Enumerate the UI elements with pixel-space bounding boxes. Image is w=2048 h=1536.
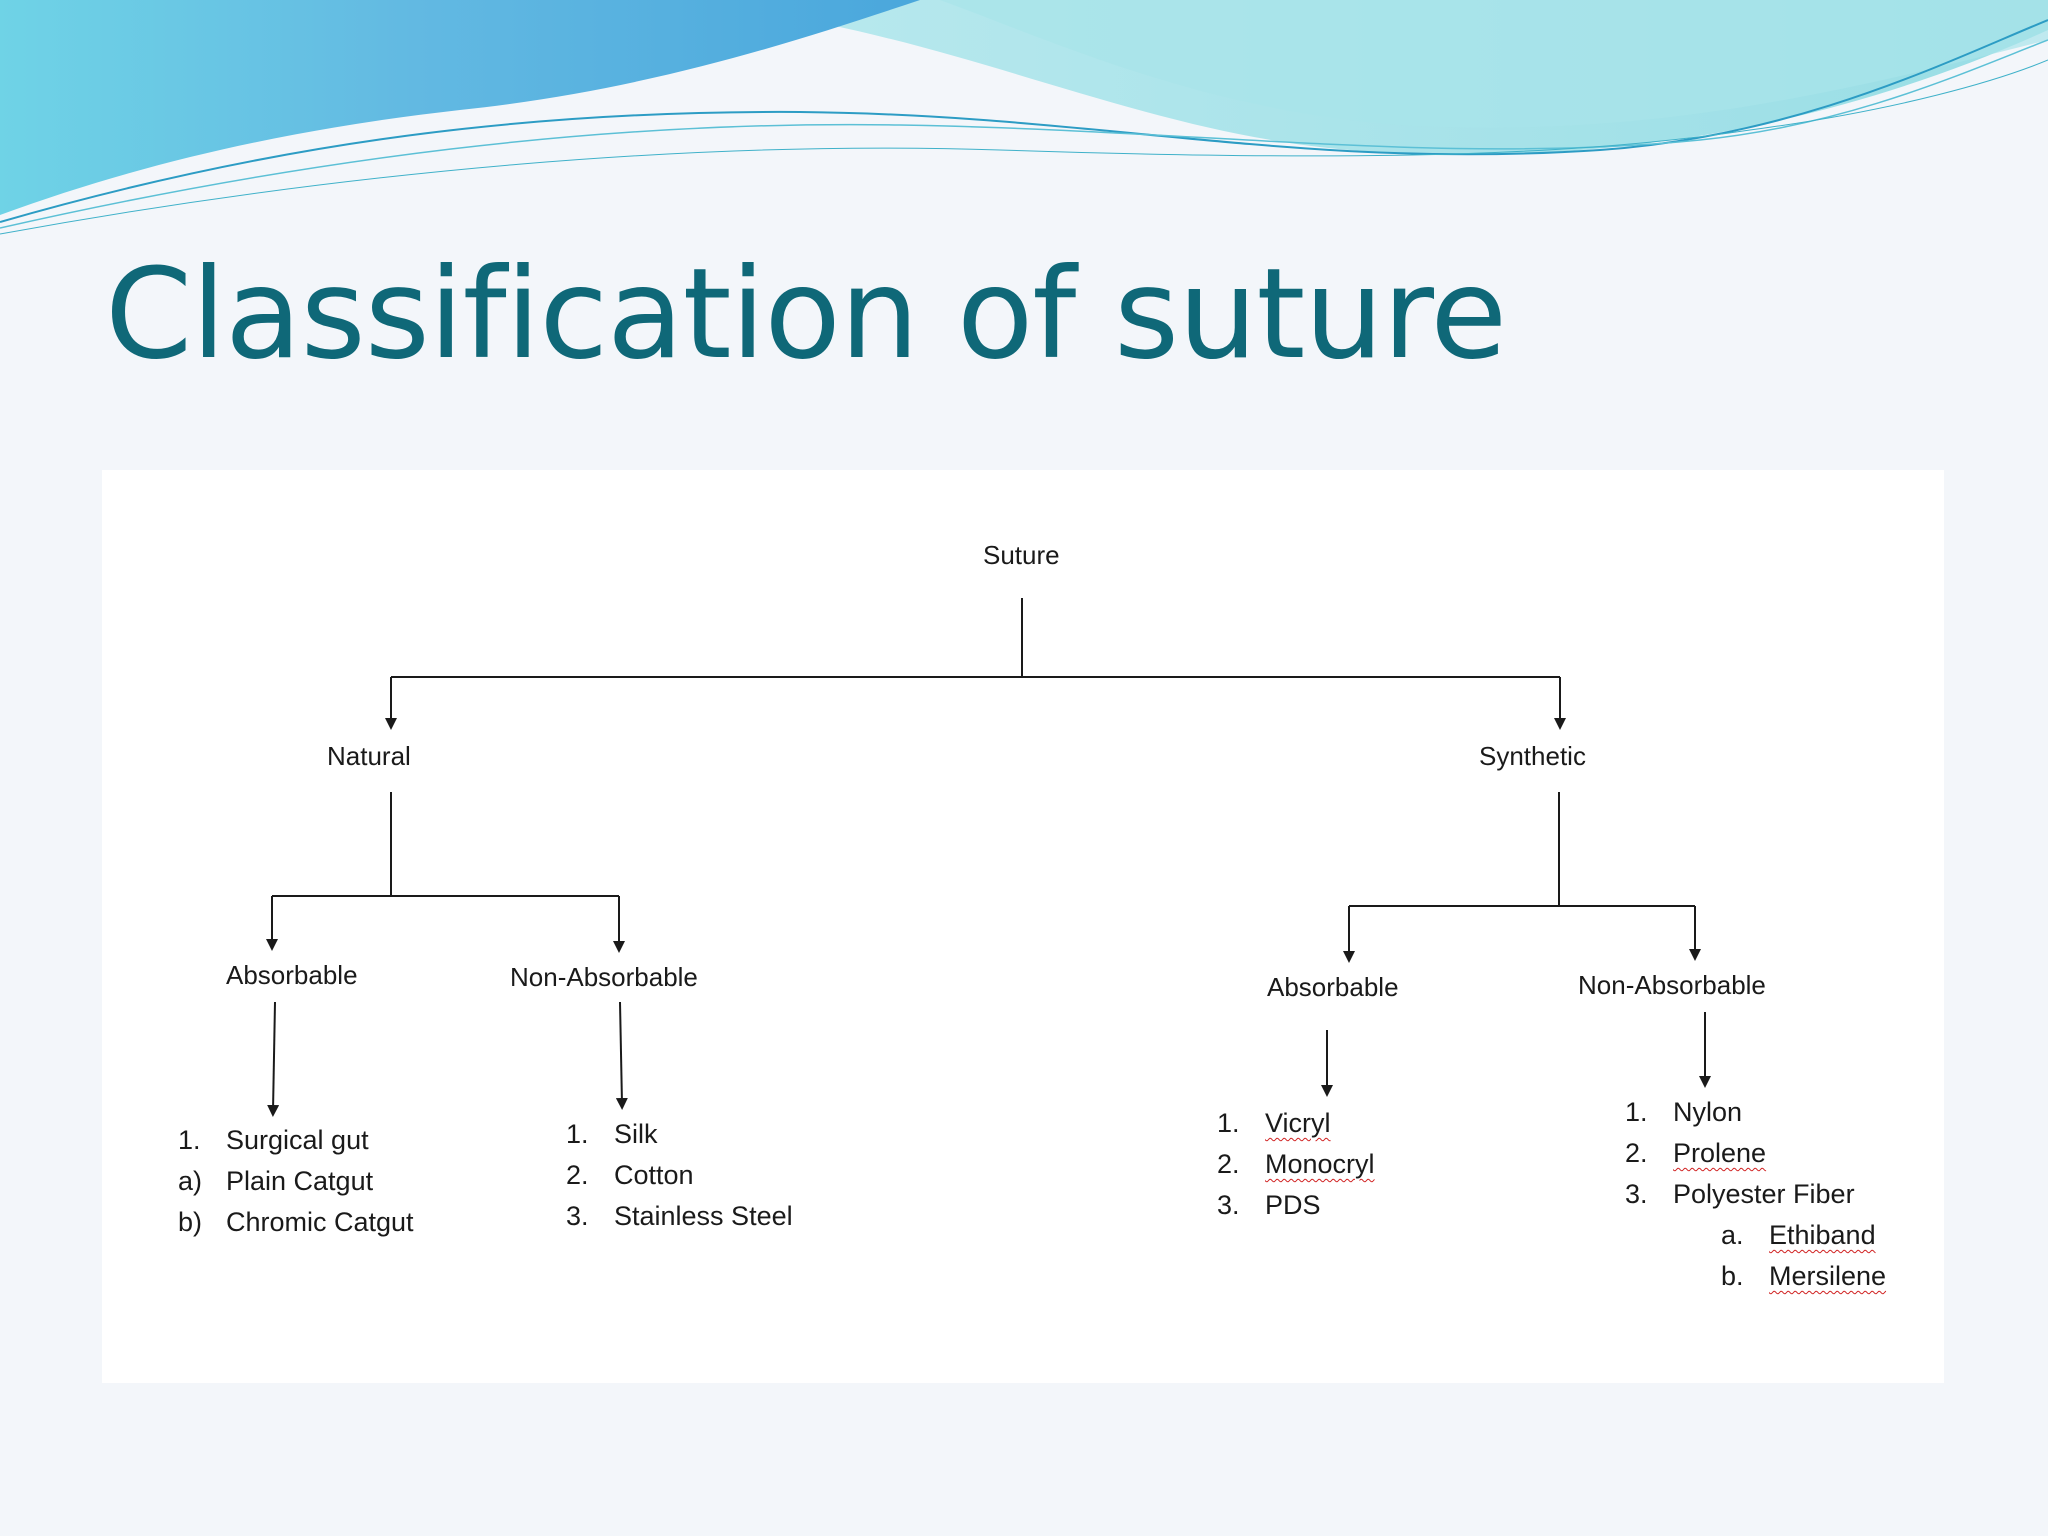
list-text: Chromic Catgut [226, 1207, 414, 1237]
list-text: Polyester Fiber [1673, 1179, 1855, 1209]
list-text: Vicryl [1265, 1108, 1331, 1138]
list-text: PDS [1265, 1190, 1321, 1220]
node-suture: Suture [983, 540, 1060, 570]
list-marker: 1. [1217, 1108, 1240, 1138]
list-marker: b. [1721, 1261, 1744, 1291]
list-text: Silk [614, 1119, 658, 1149]
node-natural: Natural [327, 741, 411, 771]
list-text: Mersilene [1769, 1261, 1887, 1291]
list-marker: 3. [566, 1201, 589, 1231]
list-text: Nylon [1673, 1097, 1743, 1127]
list-marker: a. [1721, 1220, 1744, 1250]
list-marker: 3. [1625, 1179, 1648, 1209]
list-text: Prolene [1673, 1138, 1767, 1168]
header-wave-decoration [0, 0, 2048, 235]
list-text: Stainless Steel [614, 1201, 793, 1231]
list-marker: 1. [178, 1125, 201, 1155]
list-text: Plain Catgut [226, 1166, 374, 1196]
list-marker: 2. [566, 1160, 589, 1190]
list-marker: b) [178, 1207, 203, 1237]
list-marker: 2. [1217, 1149, 1240, 1179]
list-marker: 1. [1625, 1097, 1648, 1127]
list-marker: 2. [1625, 1138, 1648, 1168]
list-text: Surgical gut [226, 1125, 369, 1155]
node-natural-absorbable: Absorbable [226, 960, 358, 990]
list-marker: 1. [566, 1119, 589, 1149]
list-text: Monocryl [1265, 1149, 1375, 1179]
node-synthetic-non-absorbable: Non-Absorbable [1578, 970, 1766, 1000]
diagram-connectors [266, 598, 1711, 1117]
list-text: Ethiband [1769, 1220, 1876, 1250]
node-natural-non-absorbable: Non-Absorbable [510, 962, 698, 992]
list-marker: a) [178, 1166, 203, 1196]
list-marker: 3. [1217, 1190, 1240, 1220]
node-synthetic-absorbable: Absorbable [1267, 972, 1399, 1002]
list-text: Cotton [614, 1160, 694, 1190]
slide-title: Classification of suture [105, 242, 1507, 387]
node-synthetic: Synthetic [1479, 741, 1586, 771]
